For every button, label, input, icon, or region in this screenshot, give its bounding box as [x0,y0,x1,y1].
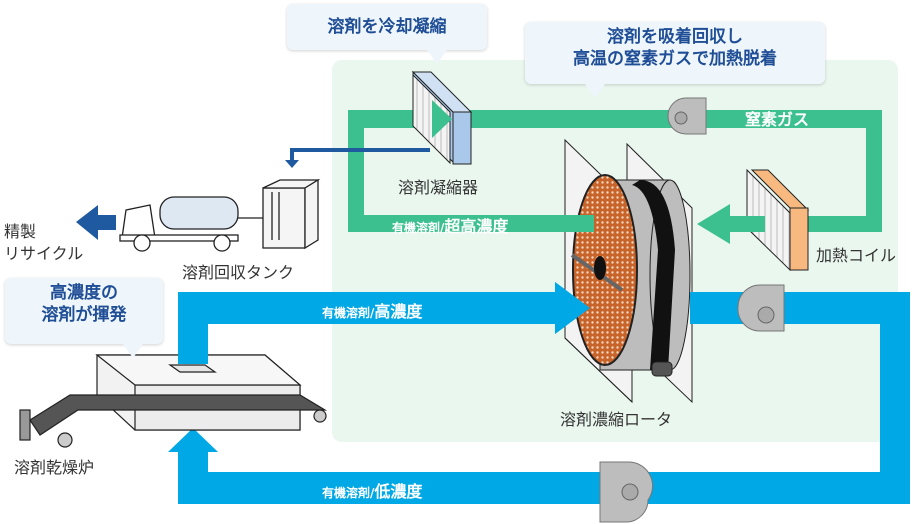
callout-adsorb-line2: 高温の窒素ガスで加熱脱着 [573,49,777,70]
concentration-rotor [564,138,693,404]
label-recovery-tank: 溶剤回収タンク [182,263,295,282]
label-rotor: 溶剤濃縮ロータ [560,410,673,429]
flow-label-ultra-high: 有機溶剤/超高濃度 [392,213,508,237]
callout-evaporate-line2: 溶剤が揮発 [41,305,127,326]
flow-low-prefix: 有機溶剤/ [322,486,375,500]
flow-nitrogen-text: 窒素ガス [745,110,810,129]
nitrogen-fan [667,97,707,135]
callout-condense-text: 溶剤を冷却凝縮 [327,17,447,37]
callout-condense: 溶剤を冷却凝縮 [287,4,487,64]
flow-label-nitrogen: 窒素ガス [745,106,809,130]
callout-adsorb-line1: 溶剤を吸着回収し [607,27,743,47]
callout-adsorb: 溶剤を吸着回収し 高温の窒素ガスで加熱脱着 [525,22,825,98]
flow-low-suffix: 低濃度 [374,482,423,501]
dryer-furnace [19,354,328,448]
label-heating-coil: 加熱コイル [816,246,897,265]
process-air-loop [168,282,910,504]
label-recycle-1: 精製 [4,222,37,241]
condenser-unit [411,70,473,165]
heating-coil-unit [725,168,810,272]
recovery-tank [262,178,321,250]
tank-truck [119,196,263,252]
flow-label-high: 有機溶剤/高濃度 [322,298,422,322]
flow-high-suffix: 高濃度 [374,302,423,321]
label-condenser: 溶剤凝縮器 [398,178,479,197]
label-recycle-2: リサイクル [4,244,84,263]
label-dryer: 溶剤乾燥炉 [14,458,95,477]
flow-label-low: 有機溶剤/低濃度 [322,478,422,502]
process-fan-upper [737,284,785,332]
recycle-arrow [76,205,116,240]
flow-ultra-high-suffix: 超高濃度 [444,217,509,236]
callout-evaporate-line1: 高濃度の [50,283,118,303]
condensate-line [285,148,430,168]
callout-evaporate: 高濃度の 溶剤が揮発 [5,278,163,358]
process-fan-lower [599,461,654,523]
flow-ultra-high-prefix: 有機溶剤/ [392,221,445,235]
flow-high-prefix: 有機溶剤/ [322,306,375,320]
